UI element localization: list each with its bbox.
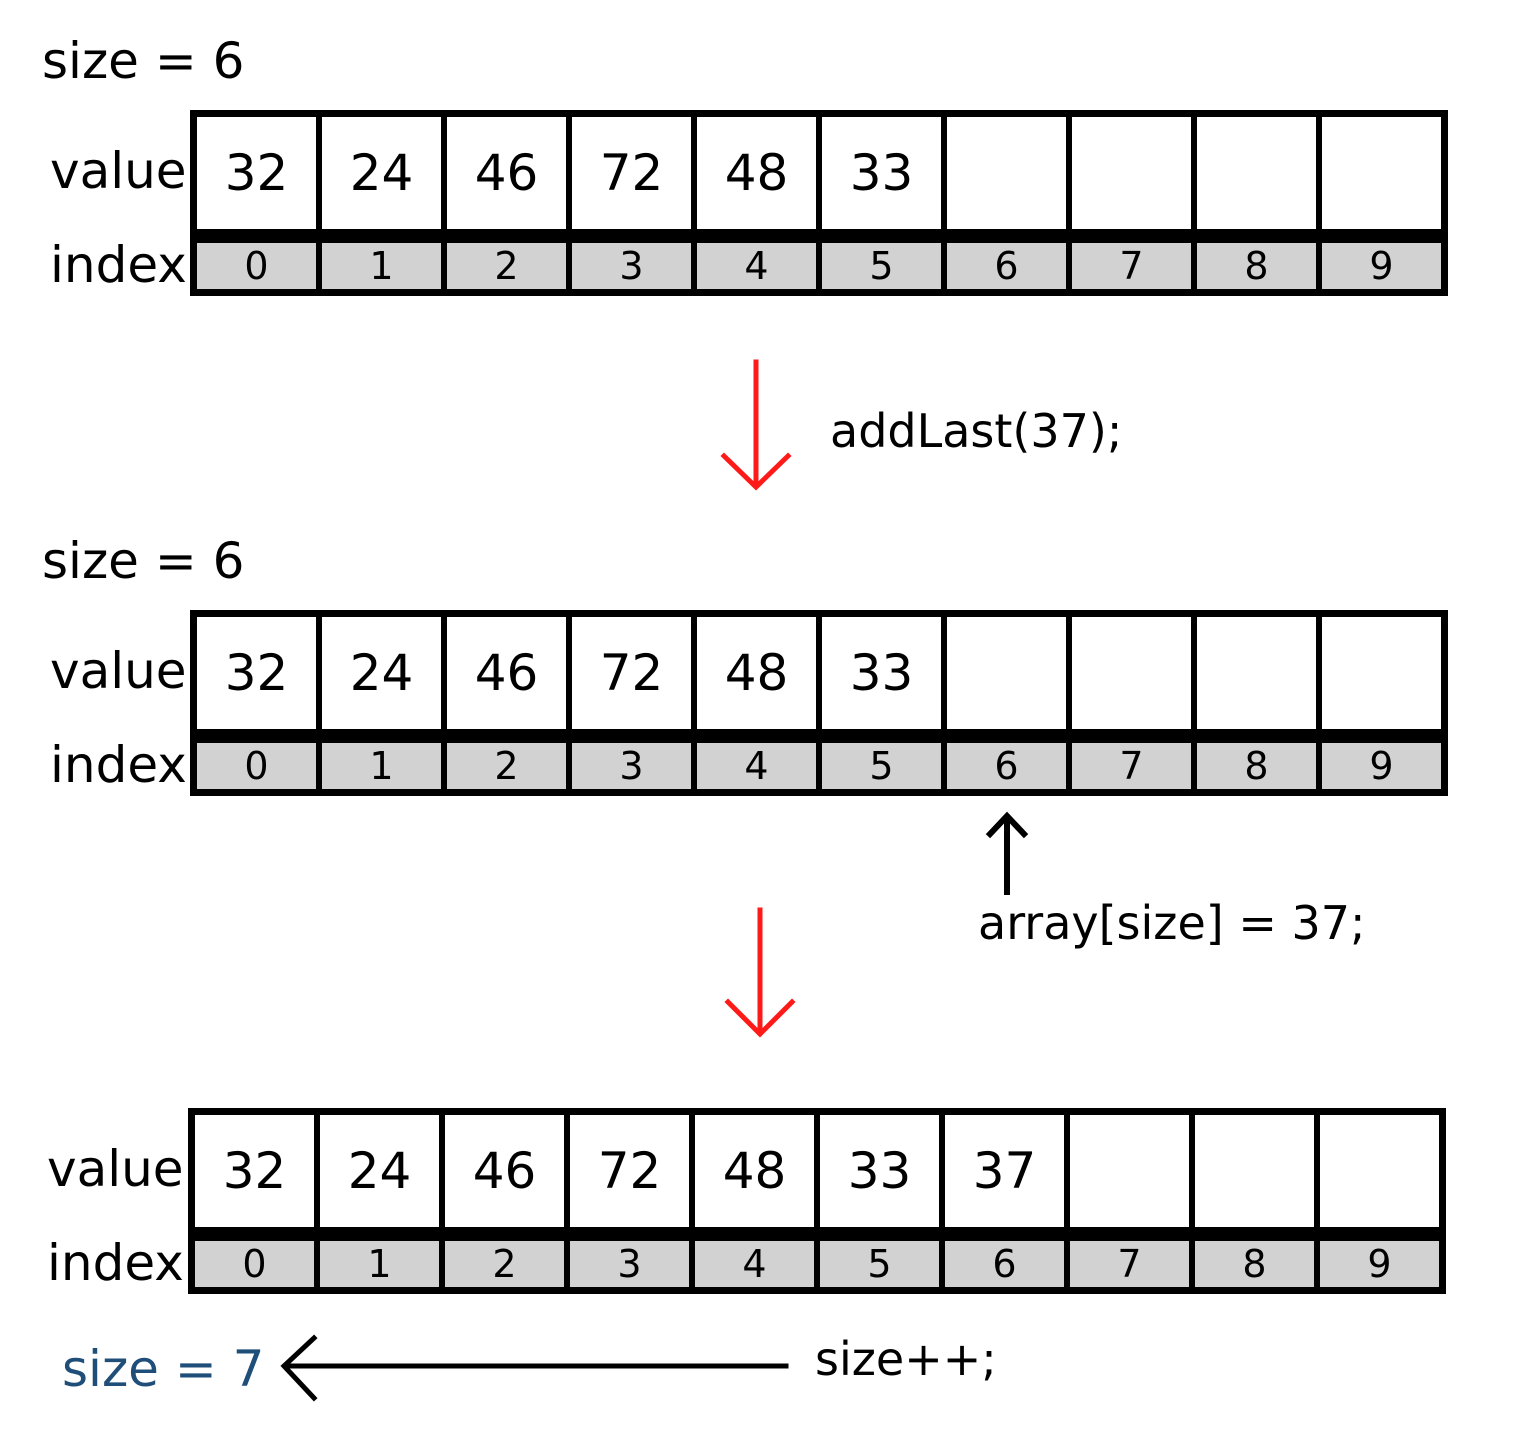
index-label-3: index xyxy=(47,1234,184,1292)
index-cell: 0 xyxy=(197,243,319,289)
value-cell: 24 xyxy=(319,617,444,729)
value-cell xyxy=(1319,117,1441,229)
value-cell: 24 xyxy=(319,117,444,229)
index-cell: 1 xyxy=(317,1241,442,1287)
index-cell: 8 xyxy=(1192,1241,1317,1287)
value-cell xyxy=(1194,117,1319,229)
index-cell: 1 xyxy=(319,743,444,789)
increment-code-label: size++; xyxy=(815,1332,997,1386)
value-cell: 46 xyxy=(444,617,569,729)
value-cell xyxy=(1067,1115,1192,1227)
down-arrow-icon-1 xyxy=(720,359,792,491)
index-cell: 1 xyxy=(319,243,444,289)
value-cell: 72 xyxy=(569,617,694,729)
index-cell: 3 xyxy=(569,743,694,789)
index-cell: 5 xyxy=(819,243,944,289)
value-cell: 48 xyxy=(694,617,819,729)
index-cell: 4 xyxy=(694,243,819,289)
index-cell: 0 xyxy=(195,1241,317,1287)
index-cell: 2 xyxy=(444,243,569,289)
index-cell: 6 xyxy=(944,243,1069,289)
value-cell: 32 xyxy=(197,617,319,729)
index-cell: 8 xyxy=(1194,743,1319,789)
size-label-1: size = 6 xyxy=(42,32,245,90)
index-cell: 2 xyxy=(444,743,569,789)
new-size-label: size = 7 xyxy=(62,1340,265,1398)
index-cell: 7 xyxy=(1069,243,1194,289)
index-cell: 9 xyxy=(1317,1241,1439,1287)
index-cell: 4 xyxy=(692,1241,817,1287)
value-cell: 46 xyxy=(444,117,569,229)
value-cell: 32 xyxy=(197,117,319,229)
size-label-2: size = 6 xyxy=(42,532,245,590)
index-cell: 8 xyxy=(1194,243,1319,289)
value-cell xyxy=(1319,617,1441,729)
value-cell: 48 xyxy=(692,1115,817,1227)
index-cell: 6 xyxy=(944,743,1069,789)
value-cell: 33 xyxy=(819,617,944,729)
index-label-1: index xyxy=(50,236,187,294)
index-cell: 3 xyxy=(569,243,694,289)
index-cell: 0 xyxy=(197,743,319,789)
value-cell xyxy=(1069,117,1194,229)
value-cell xyxy=(1317,1115,1439,1227)
assign-code-label: array[size] = 37; xyxy=(978,896,1366,950)
index-cell: 3 xyxy=(567,1241,692,1287)
value-cell: 72 xyxy=(569,117,694,229)
value-cell: 46 xyxy=(442,1115,567,1227)
add-last-code-label: addLast(37); xyxy=(830,404,1123,458)
left-arrow-icon xyxy=(280,1334,789,1402)
index-cell: 5 xyxy=(819,743,944,789)
index-cell: 9 xyxy=(1319,743,1441,789)
value-cell xyxy=(1192,1115,1317,1227)
value-cell: 33 xyxy=(819,117,944,229)
value-label-3: value xyxy=(47,1140,184,1198)
index-cell: 6 xyxy=(942,1241,1067,1287)
index-cell: 5 xyxy=(817,1241,942,1287)
index-cell: 9 xyxy=(1319,243,1441,289)
index-cell: 7 xyxy=(1067,1241,1192,1287)
value-cell xyxy=(1194,617,1319,729)
value-label-2: value xyxy=(50,642,187,700)
value-cell: 48 xyxy=(694,117,819,229)
value-cell: 33 xyxy=(817,1115,942,1227)
value-cell xyxy=(1069,617,1194,729)
index-cell: 2 xyxy=(442,1241,567,1287)
value-cell xyxy=(944,617,1069,729)
value-label-1: value xyxy=(50,142,187,200)
pointer-up-arrow-icon xyxy=(985,811,1029,895)
index-cell: 7 xyxy=(1069,743,1194,789)
index-label-2: index xyxy=(50,736,187,794)
value-cell: 72 xyxy=(567,1115,692,1227)
value-cell xyxy=(944,117,1069,229)
index-cell: 4 xyxy=(694,743,819,789)
down-arrow-icon-2 xyxy=(724,907,796,1038)
value-cell: 32 xyxy=(195,1115,317,1227)
value-cell: 37 xyxy=(942,1115,1067,1227)
value-cell: 24 xyxy=(317,1115,442,1227)
